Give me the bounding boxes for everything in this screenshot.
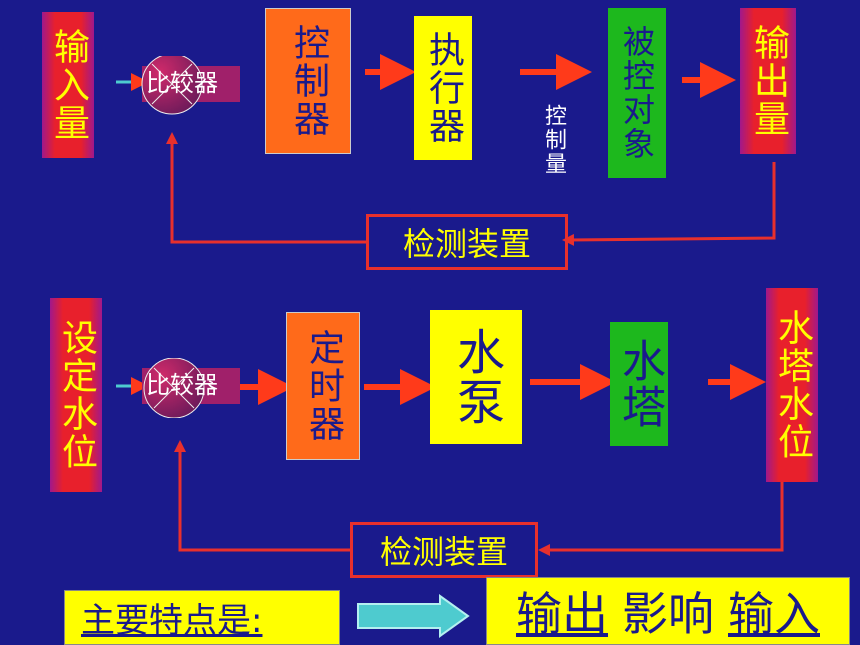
feedback-bottom [538,480,784,556]
tower-label-bottom: 水塔 [614,338,665,430]
pump-label-bottom: 水泵 [448,327,504,427]
feedback-top-return [166,132,366,244]
detector-label-top: 检测装置 [402,225,531,263]
control-quantity-label: 控制量 [541,104,566,176]
comparator-top: 比较器 [140,56,240,115]
controller-label-top: 控制器 [288,24,329,138]
tower-block-bottom: 水塔 [610,322,668,446]
pump-block-bottom: 水泵 [430,310,522,444]
timer-block-bottom: 定时器 [286,312,360,460]
actuator-label-top: 执行器 [423,31,464,145]
controller-block-top: 控制器 [265,8,351,154]
input-block-top: 输入量 [42,12,94,158]
comparator-circle-icon [142,358,240,418]
actuator-block-top: 执行器 [414,16,472,160]
plant-label-top: 被控对象 [618,25,656,161]
comparator-bottom: 比较器 [140,358,240,418]
input-block-bottom: 设定水位 [50,298,102,492]
summary-result-box: 输出 影响 输入 [486,577,850,645]
comparator-circle-icon [141,56,240,115]
comparator-label-top: 比较器 [146,69,218,97]
summary-label: 主要特点是: [81,601,263,641]
detector-block-bottom: 检测装置 [350,522,538,578]
summary-label-box: 主要特点是: [64,590,340,645]
summary-arrow [357,594,470,638]
output-block-top: 输出量 [740,8,796,154]
detector-label-bottom: 检测装置 [379,533,508,571]
input-label-bottom: 设定水位 [56,319,97,471]
summary-word-output: 输出 [516,587,608,641]
plant-block-top: 被控对象 [608,8,666,178]
detector-block-top: 检测装置 [366,214,568,270]
comparator-label-bottom: 比较器 [146,371,218,399]
feedback-top [562,162,776,246]
input-label-top: 输入量 [48,28,89,142]
output-label-bottom: 水塔水位 [772,309,813,461]
output-label-top: 输出量 [748,24,789,138]
feedback-bottom-return [174,440,350,552]
summary-word-affect: 影响 [622,587,714,641]
output-block-bottom: 水塔水位 [766,288,818,482]
summary-word-input: 输入 [728,587,820,641]
timer-label-bottom: 定时器 [303,329,344,443]
